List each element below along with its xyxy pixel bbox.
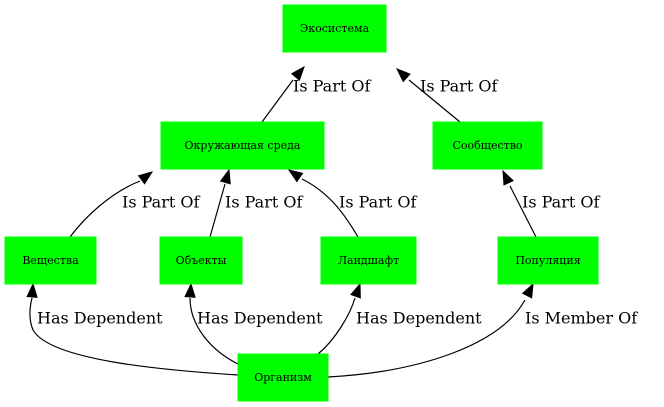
node-ecosystem[interactable]: Экосистема	[282, 4, 387, 53]
arrowhead-icon	[287, 169, 304, 183]
node-community[interactable]: Сообщество	[432, 121, 543, 170]
arrowhead-icon	[290, 65, 305, 82]
edge-line	[29, 297, 239, 376]
node-substances[interactable]: Вещества	[4, 236, 97, 285]
node-label: Вещества	[22, 254, 79, 267]
edge-line	[189, 297, 239, 365]
arrowhead-icon	[137, 171, 154, 185]
edge-label: Has Dependent	[197, 309, 323, 328]
arrowhead-icon	[219, 168, 231, 185]
edge-label: Is Part Of	[122, 193, 200, 212]
node-box[interactable]	[282, 4, 387, 53]
node-label: Объекты	[176, 254, 227, 267]
arrowhead-icon	[502, 169, 514, 186]
arrowhead-icon	[350, 282, 361, 299]
node-box[interactable]	[432, 121, 543, 170]
node-box[interactable]	[320, 236, 417, 285]
edge-line	[317, 297, 356, 355]
edge-line	[327, 299, 526, 378]
node-objects[interactable]: Объекты	[159, 236, 243, 285]
arrowhead-icon	[26, 282, 38, 298]
node-label: Организм	[254, 371, 312, 384]
edge-line	[261, 79, 294, 123]
edge-landscape-to-environment: Is Part Of	[287, 169, 417, 238]
edge-objects-to-environment: Is Part Of	[209, 168, 303, 238]
node-environment[interactable]: Окружающая среда	[160, 121, 325, 170]
edge-line	[301, 178, 359, 238]
edge-line	[209, 183, 226, 238]
node-label: Ландшафт	[338, 254, 399, 267]
node-box[interactable]	[160, 121, 325, 170]
edge-line	[69, 180, 141, 238]
edge-label: Is Part Of	[522, 193, 600, 212]
edge-label: Is Part Of	[420, 77, 498, 96]
edge-community-to-ecosystem: Is Part Of	[395, 68, 498, 123]
edges-layer: Is Part Of Is Part Of Is Part Of Is Part Of…	[26, 65, 638, 378]
edge-label: Is Part Of	[293, 77, 371, 96]
edge-label: Is Part Of	[225, 193, 303, 212]
node-label: Популяция	[515, 254, 580, 267]
node-label: Сообщество	[452, 139, 522, 152]
node-box[interactable]	[159, 236, 243, 285]
node-organism[interactable]: Организм	[237, 353, 329, 402]
node-landscape[interactable]: Ландшафт	[320, 236, 417, 285]
node-label: Экосистема	[300, 22, 370, 35]
node-box[interactable]	[497, 236, 599, 285]
edge-label: Has Dependent	[37, 309, 163, 328]
node-population[interactable]: Популяция	[497, 236, 599, 285]
edge-substances-to-environment: Is Part Of	[69, 171, 200, 238]
edge-label: Is Part Of	[339, 193, 417, 212]
edge-label: Is Member Of	[525, 309, 638, 328]
edge-label: Has Dependent	[356, 309, 482, 328]
edge-organism-to-substances: Has Dependent	[26, 282, 239, 376]
arrowhead-icon	[184, 282, 196, 298]
edge-line	[408, 79, 461, 123]
edge-environment-to-ecosystem: Is Part Of	[261, 65, 371, 123]
edge-organism-to-landscape: Has Dependent	[317, 282, 482, 355]
edge-population-to-community: Is Part Of	[502, 169, 600, 238]
edge-line	[509, 185, 537, 238]
node-label: Окружающая среда	[185, 139, 301, 152]
edge-organism-to-population: Is Member Of	[327, 282, 638, 378]
arrowhead-icon	[395, 68, 411, 83]
arrowhead-icon	[521, 282, 534, 299]
node-box[interactable]	[237, 353, 329, 402]
node-box[interactable]	[4, 236, 97, 285]
edge-organism-to-objects: Has Dependent	[184, 282, 323, 365]
